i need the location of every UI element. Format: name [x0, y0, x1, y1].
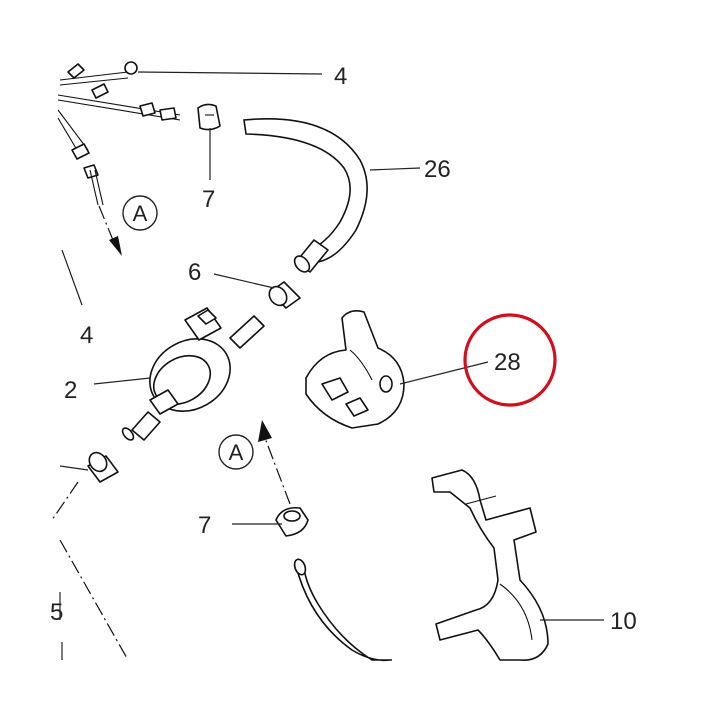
mount-28: [305, 310, 405, 429]
clip-7-top: [197, 103, 221, 131]
ref-a-top: A: [122, 195, 158, 231]
ref-a-top-label: A: [133, 201, 148, 226]
wiring-harness: [57, 61, 181, 206]
valve-2: [121, 307, 265, 441]
callout-7-bottom: 7: [198, 512, 211, 539]
callout-10: 10: [610, 608, 637, 635]
callout-4-left: 4: [80, 322, 93, 349]
callout-5-edge: 5: [50, 599, 63, 626]
ref-a-mid-label: A: [229, 440, 244, 465]
callout-4-top: 4: [334, 63, 347, 90]
arrow-up-icon: [258, 420, 272, 442]
highlight-ring: [463, 313, 557, 407]
flow-line-left: [51, 481, 129, 661]
ref-a-mid: A: [218, 434, 254, 470]
callout-7-top: 7: [202, 186, 215, 213]
callout-28-group: 28: [463, 313, 557, 407]
hose-lower: [293, 558, 392, 662]
flow-line-a-mid: [258, 420, 291, 505]
callout-2: 2: [64, 377, 77, 404]
arrow-down-icon: [109, 236, 122, 256]
cable-edge: [61, 249, 83, 306]
hose-26: [243, 118, 368, 273]
clip-7-bottom: [275, 506, 309, 537]
flow-line-a-top: [98, 205, 122, 256]
bracket-10: [431, 469, 549, 661]
callout-28: 28: [494, 349, 521, 376]
callout-26: 26: [424, 156, 451, 183]
leader-lines: [59, 71, 604, 621]
fitting-6: [268, 281, 301, 309]
callout-6: 6: [188, 259, 201, 286]
fitting-lower-left: [87, 451, 119, 483]
